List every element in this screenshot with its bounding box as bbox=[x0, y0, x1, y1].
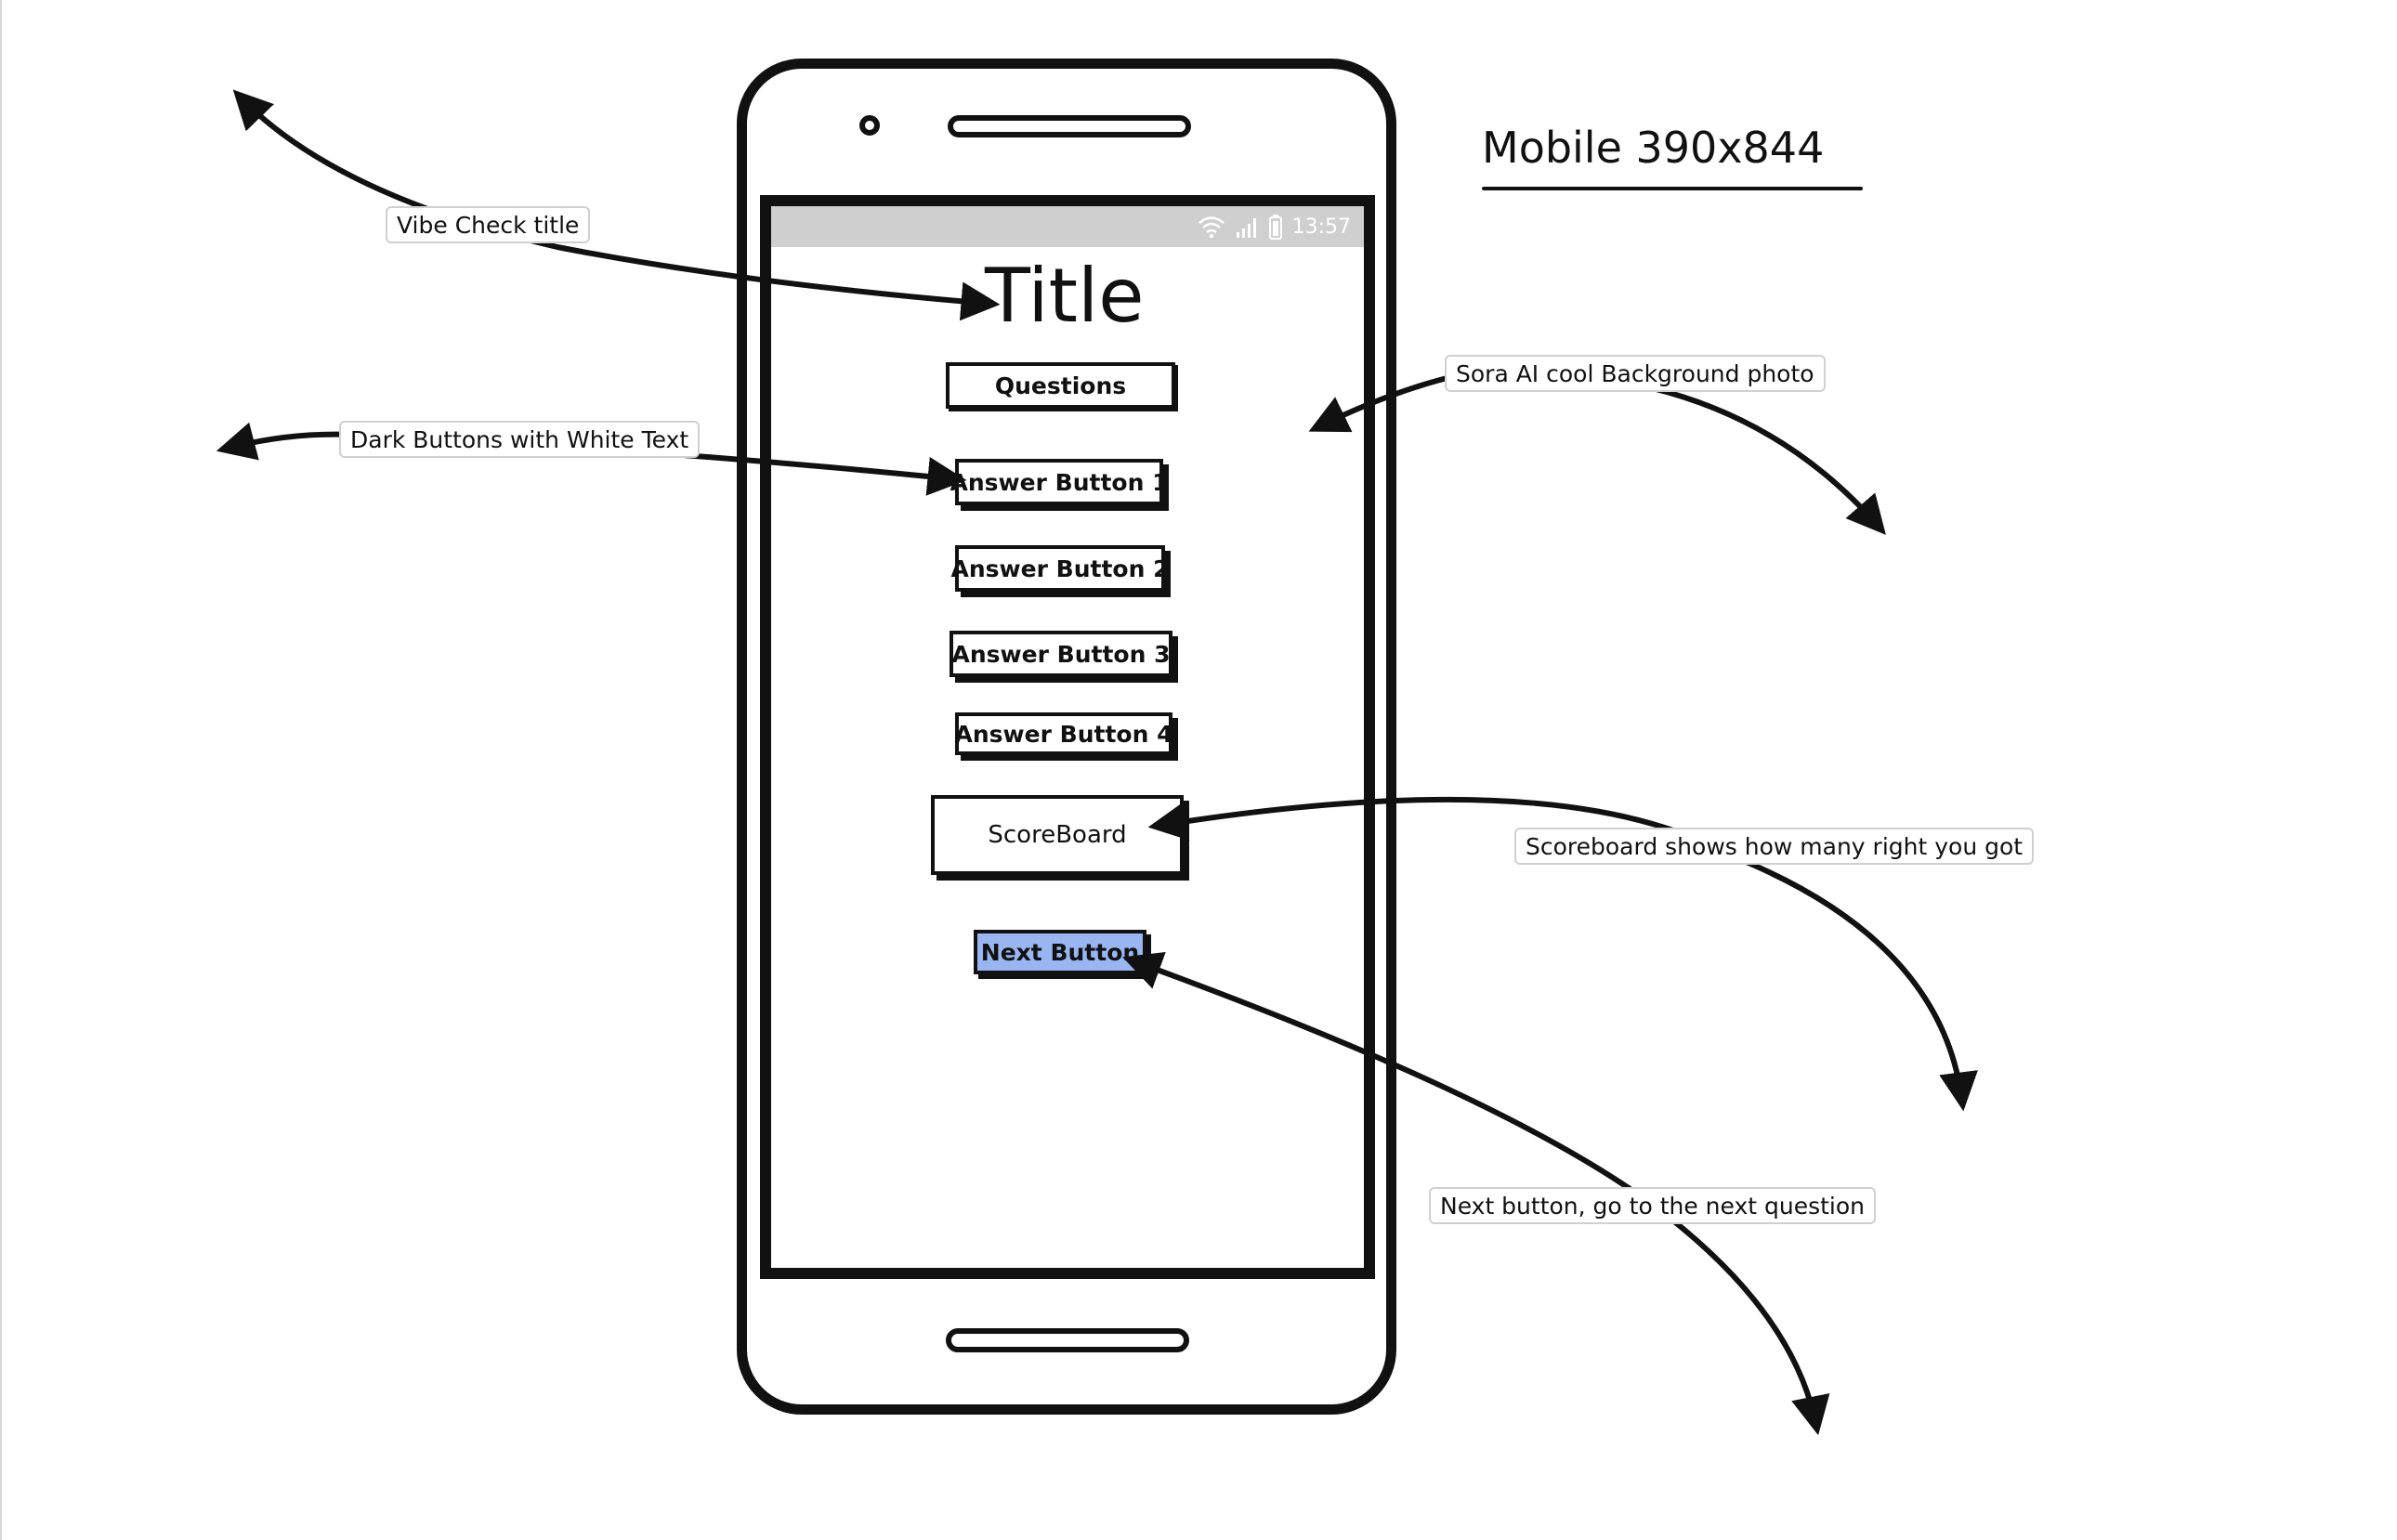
status-clock: 13:57 bbox=[1291, 215, 1351, 239]
questions-box: Questions bbox=[946, 362, 1175, 409]
note-scoreboard: Scoreboard shows how many right you got bbox=[1514, 828, 2035, 865]
diagram-heading: Mobile 390x844 bbox=[1482, 123, 1825, 173]
next-button[interactable]: Next Button bbox=[974, 930, 1146, 974]
signal-icon bbox=[1235, 215, 1259, 239]
canvas-left-edge bbox=[0, 0, 2, 1540]
note-dark-buttons: Dark Buttons with White Text bbox=[339, 421, 701, 458]
note-next-button: Next button, go to the next question bbox=[1429, 1187, 1877, 1224]
battery-icon bbox=[1268, 214, 1283, 240]
screen-title: Title bbox=[985, 253, 1145, 339]
answer-button-2[interactable]: Answer Button 2 bbox=[951, 545, 1169, 592]
scoreboard-box: ScoreBoard bbox=[931, 795, 1184, 875]
heading-underline bbox=[1482, 187, 1863, 190]
answer-button-3[interactable]: Answer Button 3 bbox=[950, 631, 1172, 677]
note-background-photo: Sora AI cool Background photo bbox=[1445, 355, 1826, 392]
note-vibe-check-title: Vibe Check title bbox=[386, 206, 591, 243]
arrow-vibe-title bbox=[232, 89, 1001, 321]
answer-button-4[interactable]: Answer Button 4 bbox=[955, 712, 1172, 755]
wifi-icon bbox=[1198, 215, 1225, 239]
arrow-next-button bbox=[1122, 952, 1830, 1436]
arrow-sora-background bbox=[1308, 370, 1886, 535]
